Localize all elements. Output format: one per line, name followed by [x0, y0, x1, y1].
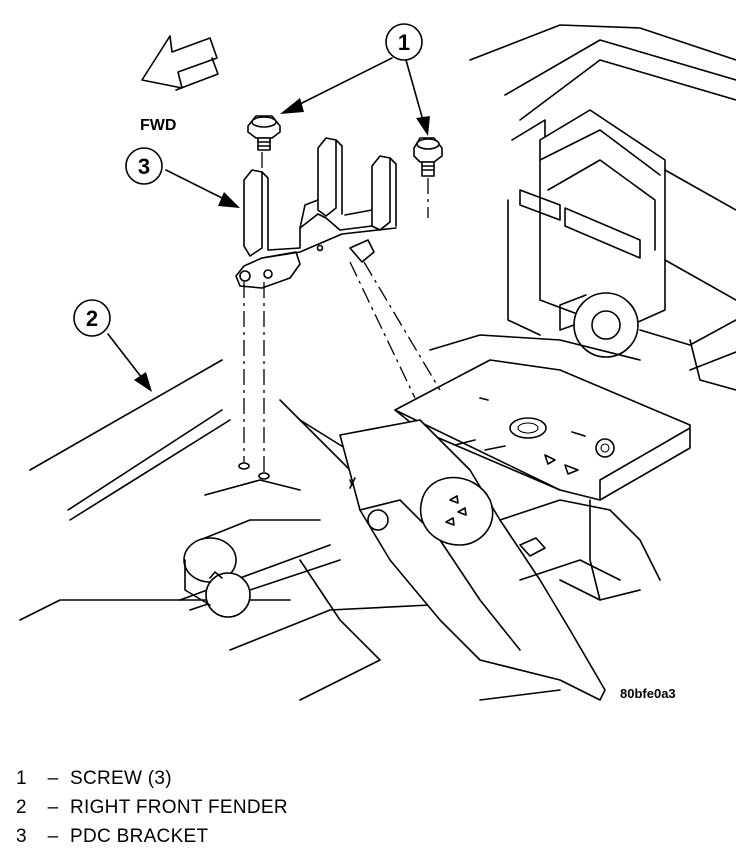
pdc-base-plate — [394, 334, 691, 501]
callout-2-number: 2 — [86, 306, 98, 331]
pdc-bracket-diagram: FWD — [19, 23, 736, 701]
callout-1-number: 1 — [398, 30, 410, 55]
figure-code: 80bfe0a3 — [620, 686, 676, 701]
mounting-holes — [238, 462, 270, 480]
engine-compartment-background — [469, 24, 736, 391]
parts-legend: 1 – SCREW (3) 2 – RIGHT FRONT FENDER 3 –… — [16, 764, 716, 851]
pdc-bracket-part — [235, 137, 397, 289]
round-component — [183, 537, 251, 618]
alignment-lines — [243, 152, 441, 472]
callout-3-number: 3 — [138, 154, 150, 179]
legend-item: 3 – PDC BRACKET — [16, 822, 716, 851]
forward-arrow-icon — [141, 35, 219, 91]
callout-3: 3 — [125, 147, 240, 208]
callout-1: 1 — [280, 23, 430, 136]
legend-item-dash: – — [47, 768, 59, 789]
fender-structure — [19, 359, 561, 701]
screw-icon — [247, 115, 281, 151]
legend-item-dash: – — [47, 797, 59, 818]
legend-item-dash: – — [47, 826, 59, 847]
screw-icon — [413, 137, 443, 177]
legend-item-number: 2 — [16, 797, 27, 818]
legend-item-number: 1 — [16, 768, 27, 789]
legend-item-text: SCREW (3) — [70, 768, 172, 789]
callout-2: 2 — [73, 299, 152, 392]
legend-item-number: 3 — [16, 826, 27, 847]
mounting-arm — [339, 419, 661, 701]
fwd-label: FWD — [140, 117, 176, 134]
legend-item: 1 – SCREW (3) — [16, 764, 716, 793]
legend-item-text: PDC BRACKET — [70, 826, 209, 847]
legend-item-text: RIGHT FRONT FENDER — [70, 797, 288, 818]
legend-item: 2 – RIGHT FRONT FENDER — [16, 793, 716, 822]
